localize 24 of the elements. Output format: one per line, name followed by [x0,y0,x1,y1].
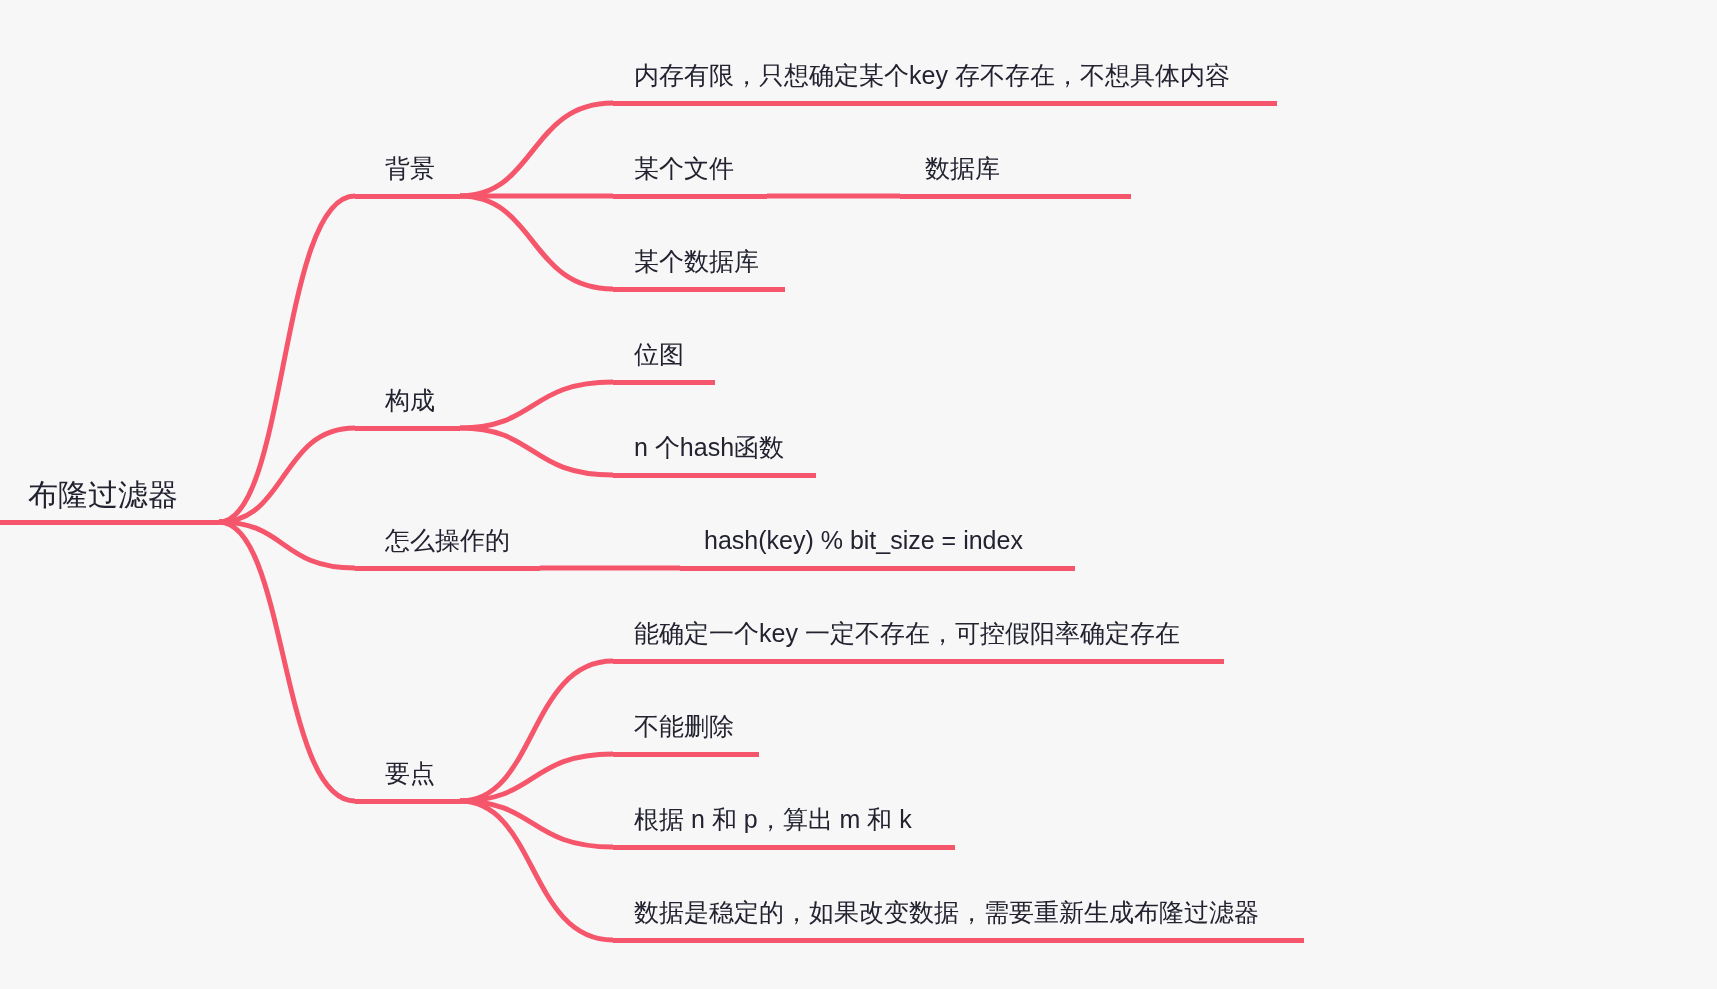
branch-connector [767,193,900,199]
central-topic-label: 布隆过滤器 [28,476,179,513]
topic-label: 要点 [385,757,436,789]
topic-label: 根据 n 和 p，算出 m 和 k [634,803,913,835]
topic-label: 不能删除 [634,710,735,742]
branch-connector [540,565,680,571]
topic-label: 位图 [634,338,685,370]
branch-connector [459,193,614,292]
branch-connector [459,798,614,943]
branch-connector [459,751,614,804]
topic-label: 背景 [385,152,436,184]
topic-label: 构成 [385,384,436,416]
branch-connector [459,379,614,431]
topic-label: hash(key) % bit_size = index [704,524,1024,556]
branch-connector [459,425,614,478]
topic-label: 某个数据库 [634,245,760,277]
topic-label: 内存有限，只想确定某个key 存不存在，不想具体内容 [634,59,1231,91]
topic-label: 怎么操作的 [385,524,511,556]
topic-label: 数据是稳定的，如果改变数据，需要重新生成布隆过滤器 [634,896,1260,928]
topic-label: 某个文件 [634,152,735,184]
topic-label: n 个hash函数 [634,431,786,463]
topic-label: 数据库 [925,152,1001,184]
branch-connector [218,519,356,804]
topic-label: 能确定一个key 一定不存在，可控假阳率确定存在 [634,617,1181,649]
